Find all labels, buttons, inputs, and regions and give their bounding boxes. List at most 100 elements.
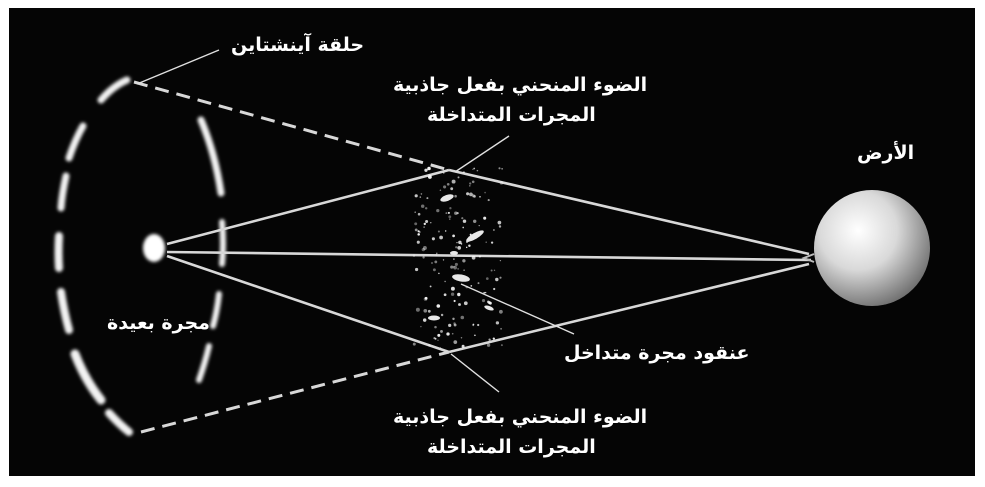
cluster-star (479, 256, 481, 258)
cluster-star (466, 247, 467, 248)
cluster-star (474, 334, 476, 336)
cluster-star (491, 241, 493, 243)
cluster-star (418, 213, 421, 216)
cluster-galaxy (439, 193, 454, 203)
cluster-star (494, 270, 495, 271)
cluster-star (436, 253, 437, 254)
cluster-star (428, 344, 430, 346)
cluster-star (461, 316, 465, 320)
cluster-galaxy (465, 228, 485, 243)
cluster-star (445, 212, 447, 214)
cluster-star (425, 220, 428, 223)
cluster-star (441, 314, 443, 316)
cluster-star (461, 217, 463, 219)
cluster-star (451, 287, 455, 291)
cluster-star (413, 254, 415, 256)
cluster-star (440, 190, 442, 192)
cluster-star (436, 254, 437, 255)
cluster-star (477, 170, 479, 172)
cluster-star (479, 225, 480, 226)
cluster-galaxy (484, 304, 495, 311)
cluster-galaxy (428, 316, 440, 321)
cluster-star (436, 209, 439, 212)
cluster-star (428, 175, 432, 179)
cluster-star (462, 259, 465, 262)
cluster-star (468, 244, 470, 246)
cluster-star (414, 211, 416, 213)
cluster-star (437, 334, 440, 337)
cluster-star (444, 281, 445, 282)
cluster-star (457, 293, 460, 296)
cluster-star (425, 207, 427, 209)
cluster-star (458, 303, 461, 306)
distant-galaxy-label: مجرة بعيدة (107, 308, 210, 338)
cluster-star (463, 269, 465, 271)
cluster-star (487, 344, 490, 347)
cluster-star (469, 193, 473, 197)
cluster-star (431, 262, 433, 264)
cluster-star (452, 235, 455, 238)
cluster-star (415, 194, 418, 197)
cluster-star (432, 237, 435, 240)
cluster-star (477, 324, 479, 326)
cluster-star (462, 345, 465, 348)
cluster-star (452, 318, 454, 320)
cluster-star (493, 337, 495, 339)
cluster-star (457, 246, 461, 250)
cluster-star (449, 207, 451, 209)
cluster-star (452, 180, 456, 184)
cluster-star (439, 236, 443, 240)
cluster-star (451, 293, 454, 296)
cluster-star (454, 212, 457, 215)
cluster-star (493, 229, 495, 231)
cluster-star (424, 223, 426, 225)
cluster-star (488, 301, 491, 304)
cluster-star (472, 324, 474, 326)
cluster-star (472, 181, 475, 184)
cluster-star (433, 268, 436, 271)
cluster-label: عنقود مجرة متداخل (564, 338, 749, 368)
cluster-star (473, 168, 475, 170)
cluster-star (488, 199, 490, 201)
cluster-star (421, 204, 424, 207)
cluster-star (450, 187, 453, 190)
cluster-star (423, 226, 424, 227)
cluster-galaxy (450, 251, 458, 255)
cluster-star (500, 260, 501, 261)
cluster-star (472, 169, 473, 170)
bent-light-top-label-line2: المجرات المتداخلة (427, 100, 596, 130)
cluster-star (499, 225, 501, 227)
cluster-star (449, 219, 450, 220)
cluster-star (434, 326, 437, 329)
cluster-star (422, 256, 424, 258)
bent-light-bottom-label-line1: الضوء المنحني بفعل جاذبية (393, 402, 647, 432)
cluster-star (434, 261, 437, 264)
cluster-star (488, 339, 490, 341)
cluster-star (424, 169, 427, 172)
cluster-star (500, 328, 502, 330)
cluster-star (453, 258, 454, 259)
cluster-star (437, 340, 438, 341)
cluster-star (427, 167, 431, 171)
cluster-star (448, 324, 451, 327)
cluster-star (440, 347, 441, 348)
einstein-ring-label: حلقة آينشتاين (231, 30, 364, 60)
cluster-star (454, 300, 456, 302)
cluster-star (425, 297, 428, 300)
cluster-star (456, 242, 457, 243)
cluster-star (450, 266, 453, 269)
cluster-star (447, 183, 450, 186)
cluster-star (423, 318, 426, 321)
cluster-star (438, 273, 440, 275)
cluster-star (501, 344, 503, 346)
bent-light-bottom-label-line2: المجرات المتداخلة (427, 432, 596, 462)
cluster-star (445, 230, 446, 231)
cluster-star (428, 174, 429, 175)
cluster-star (454, 195, 457, 198)
light-rays (167, 170, 811, 352)
cluster-star (415, 268, 418, 271)
cluster-star (501, 168, 502, 169)
cluster-star (414, 222, 417, 225)
cluster-star (443, 185, 446, 188)
cluster-star (463, 219, 466, 222)
